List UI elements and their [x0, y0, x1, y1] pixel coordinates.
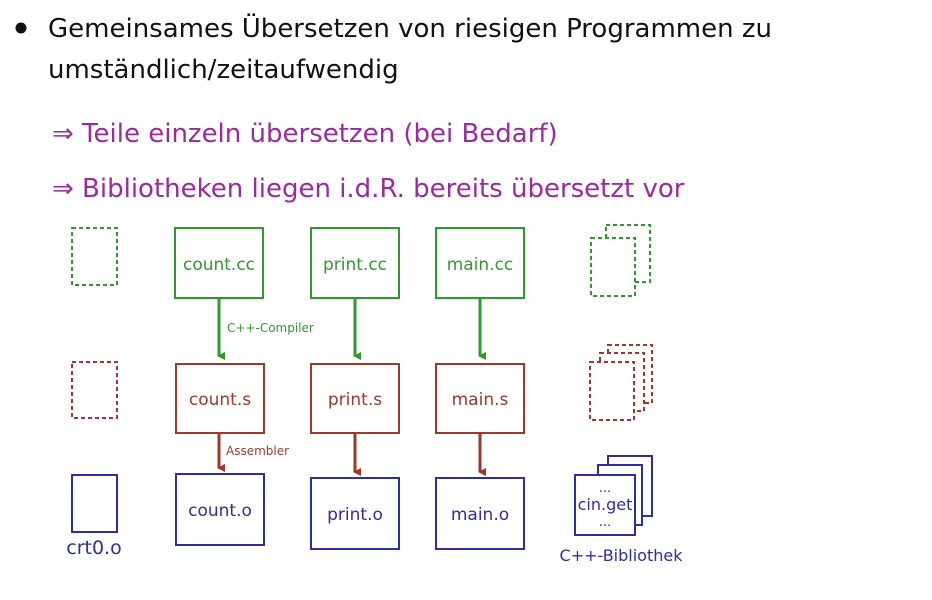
compiler-label: C++-Compiler: [227, 321, 314, 335]
label-main-cc: main.cc: [447, 255, 514, 275]
assembler-label: Assembler: [226, 444, 289, 458]
library-object-stack: [574, 455, 653, 536]
implication-2: ⇒ Bibliotheken liegen i.d.R. bereits übe…: [52, 174, 685, 204]
dashed-library-source-stack: [590, 224, 651, 297]
file-box-crt0-o: [71, 474, 118, 533]
label-count-cc: count.cc: [183, 255, 255, 275]
library-content-label: cin.get: [578, 495, 633, 514]
label-print-cc: print.cc: [323, 255, 387, 275]
bullet-text: Gemeinsames Übersetzen von riesigen Prog…: [48, 12, 772, 44]
library-dots-top: ...: [599, 481, 611, 496]
bullet-icon: [15, 22, 27, 34]
file-box-count-o: [175, 473, 265, 546]
label-print-o: print.o: [327, 505, 383, 525]
label-main-o: main.o: [451, 505, 509, 525]
dashed-source-placeholder: [71, 227, 118, 286]
label-crt0-o: crt0.o: [66, 537, 121, 559]
library-label: C++-Bibliothek: [560, 546, 684, 565]
library-dots-bottom: ...: [599, 515, 611, 530]
dashed-library-assembly-stack: [589, 344, 653, 421]
bullet-text-continued: umständlich/zeitaufwendig: [48, 55, 399, 85]
dashed-assembly-placeholder: [71, 361, 118, 419]
label-main-s: main.s: [452, 390, 509, 410]
file-box-print-o: [310, 477, 400, 550]
label-count-o: count.o: [188, 501, 252, 521]
file-box-main-o: [435, 477, 525, 550]
label-print-s: print.s: [328, 390, 382, 410]
implication-1: ⇒ Teile einzeln übersetzen (bei Bedarf): [52, 119, 558, 149]
label-count-s: count.s: [189, 390, 251, 410]
